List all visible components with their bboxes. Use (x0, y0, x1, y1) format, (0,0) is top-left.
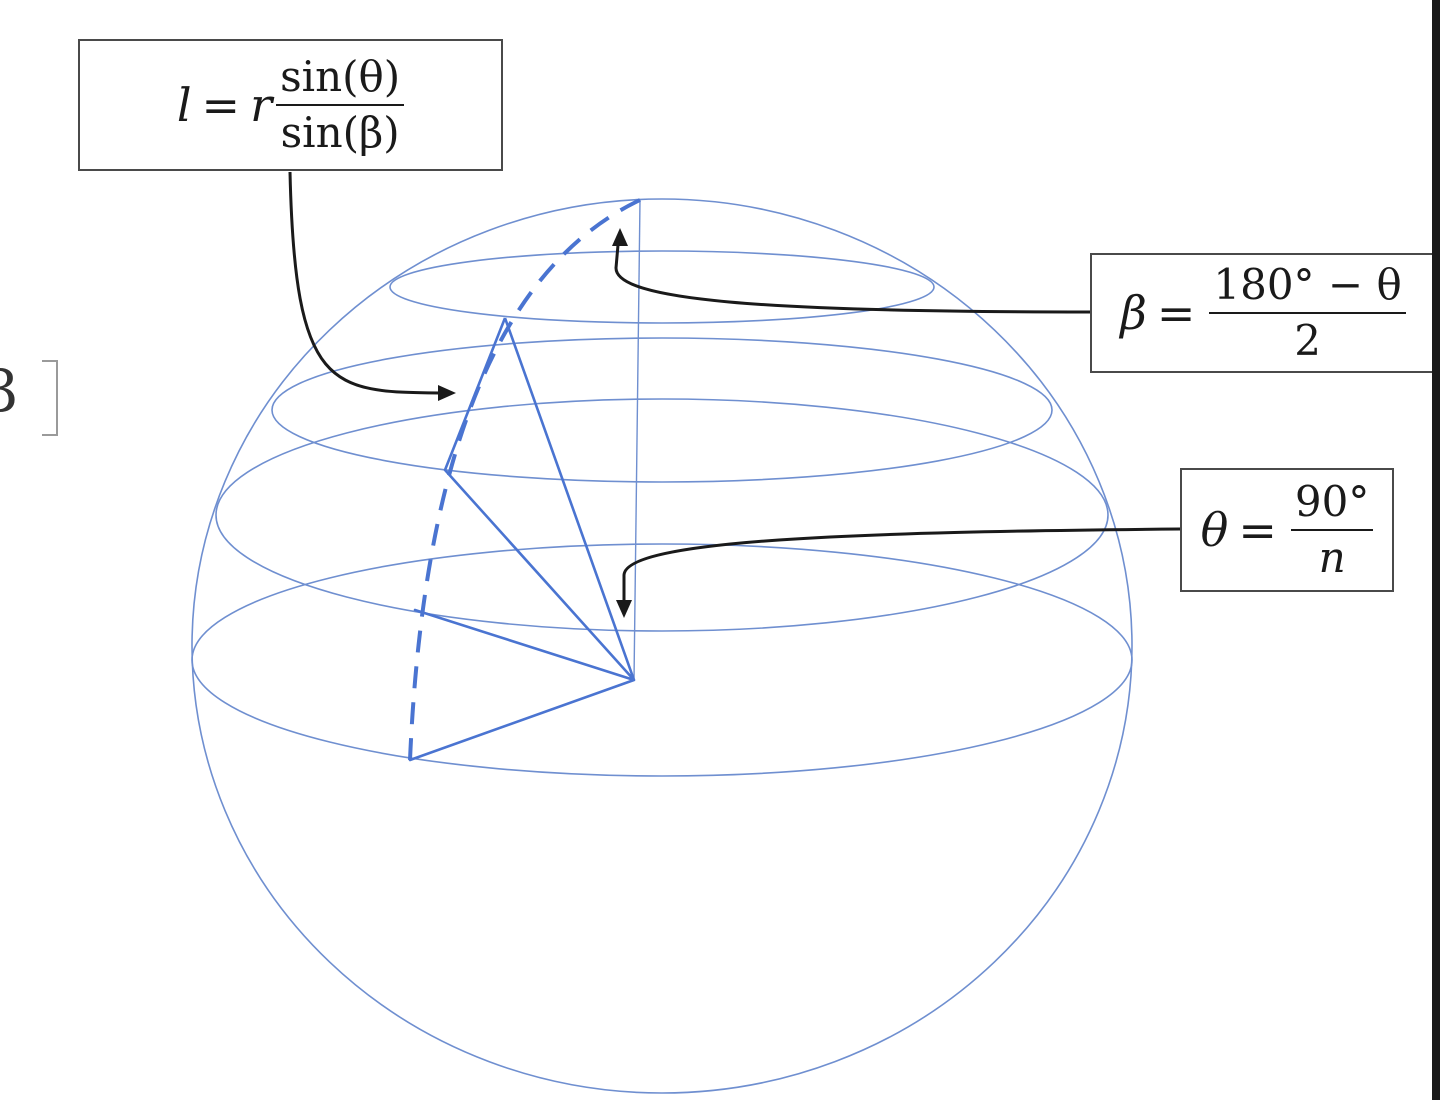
arrow-beta-to-top (614, 244, 1091, 314)
latitude-ring-4 (191, 543, 1133, 777)
formula-theta-numerator: 90° (1294, 476, 1370, 526)
formula-theta-fraction-bar (1290, 529, 1374, 531)
chord-line-1 (443, 317, 507, 471)
latitude-ring-2 (271, 337, 1053, 483)
formula-beta-lhs: β (1120, 286, 1147, 340)
arrow-l-to-arc (288, 171, 441, 395)
formula-l-denominator: sin(β) (280, 108, 400, 157)
right-edge-rule (1432, 0, 1440, 1100)
formula-theta-lhs: θ (1200, 503, 1229, 557)
formula-l: l = r sin(θ) sin(β) (176, 51, 405, 157)
latitude-ring-1 (389, 250, 935, 324)
formula-beta-denominator: 2 (1294, 316, 1321, 365)
arrow-theta-to-center (622, 527, 1181, 600)
stray-edge-label: 3 (0, 357, 19, 425)
latitude-ring-3 (215, 398, 1109, 632)
arrowhead-theta (616, 600, 632, 618)
formula-l-fraction-bar (276, 104, 405, 106)
formula-theta: θ = 90° n (1200, 476, 1374, 582)
formula-l-box: l = r sin(θ) sin(β) (78, 39, 503, 171)
arrowhead-beta (612, 228, 628, 246)
formula-theta-box: θ = 90° n (1180, 468, 1394, 592)
sphere-outline (191, 198, 1133, 1094)
formula-beta-numerator: 180° − θ (1213, 259, 1402, 309)
formula-l-fraction: sin(θ) sin(β) (276, 51, 405, 157)
formula-beta-box: β = 180° − θ 2 (1090, 253, 1436, 373)
formula-beta-equals: = (1156, 286, 1196, 340)
formula-beta: β = 180° − θ 2 (1120, 259, 1406, 365)
arrowhead-l (438, 385, 456, 401)
stray-bracket-mark (42, 360, 58, 436)
formula-l-equals: = (201, 78, 241, 132)
formula-theta-equals: = (1238, 503, 1277, 557)
formula-l-coefficient: r (250, 78, 273, 132)
formula-beta-fraction-bar (1209, 312, 1406, 314)
formula-beta-fraction: 180° − θ 2 (1209, 259, 1406, 365)
construction-lines (408, 317, 636, 762)
formula-l-lhs: l (176, 78, 192, 132)
formula-theta-denominator: n (1318, 533, 1346, 582)
formula-l-numerator: sin(θ) (280, 51, 401, 101)
dashed-meridian-arc (408, 198, 641, 761)
formula-theta-fraction: 90° n (1290, 476, 1374, 582)
vertical-axis (633, 199, 641, 681)
